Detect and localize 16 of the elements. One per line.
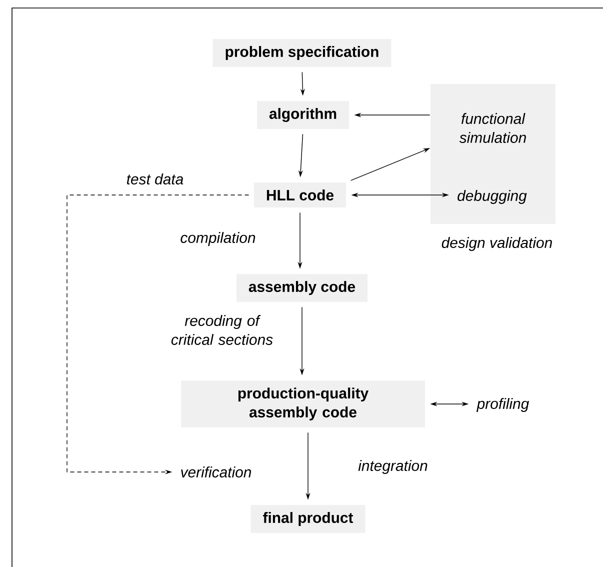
- process-box: algorithm: [256, 101, 350, 129]
- activity-label: profiling: [476, 398, 530, 412]
- activity-label: functional simulation: [459, 113, 526, 143]
- activity-label: debugging: [458, 190, 527, 204]
- process-box: assembly code: [236, 274, 368, 302]
- edge-label: integration: [358, 460, 428, 474]
- edge-label: recoding of critical sections: [171, 315, 273, 345]
- group-panel: [430, 84, 556, 224]
- process-box: problem specification: [212, 39, 392, 67]
- activity-label: verification: [181, 466, 252, 478]
- process-box: final product: [250, 505, 366, 533]
- process-box: HLL code: [254, 182, 346, 208]
- edge-label: compilation: [180, 232, 256, 246]
- edge-label: test data: [127, 174, 184, 184]
- process-box: production-quality assembly code: [181, 380, 425, 428]
- group-caption: design validation: [442, 237, 552, 251]
